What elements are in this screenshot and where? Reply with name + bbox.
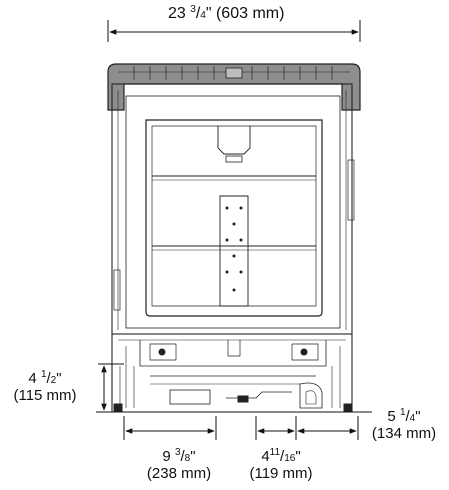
mid-span-inches: 411/16" [261, 447, 301, 466]
width-inches: 23 3/4" [168, 4, 212, 23]
height-label: 4 1/2" (115 mm) [2, 369, 88, 405]
bottom-dimension-lines [123, 416, 359, 440]
left-span-inches: 9 3/8" [162, 447, 196, 466]
height-inches: 4 1/2" [28, 369, 62, 388]
mid-span-metric: (119 mm) [249, 465, 313, 482]
right-span-metric: (134 mm) [371, 425, 437, 442]
height-metric: (115 mm) [13, 387, 77, 404]
base-assembly [111, 333, 353, 413]
width-dimension-line [107, 20, 361, 42]
top-frame [107, 63, 361, 111]
left-span-metric: (238 mm) [146, 465, 212, 482]
width-label: 23 3/4" (603 mm) [168, 4, 285, 23]
height-dimension-line [98, 363, 124, 411]
tub-body [111, 83, 355, 335]
left-span-label: 9 3/8" (238 mm) [134, 447, 224, 483]
right-span-label: 5 1/4" (134 mm) [362, 407, 446, 443]
mid-span-label: 411/16" (119 mm) [236, 447, 326, 483]
width-metric: (603 mm) [215, 5, 285, 22]
right-span-inches: 5 1/4" [387, 407, 421, 426]
